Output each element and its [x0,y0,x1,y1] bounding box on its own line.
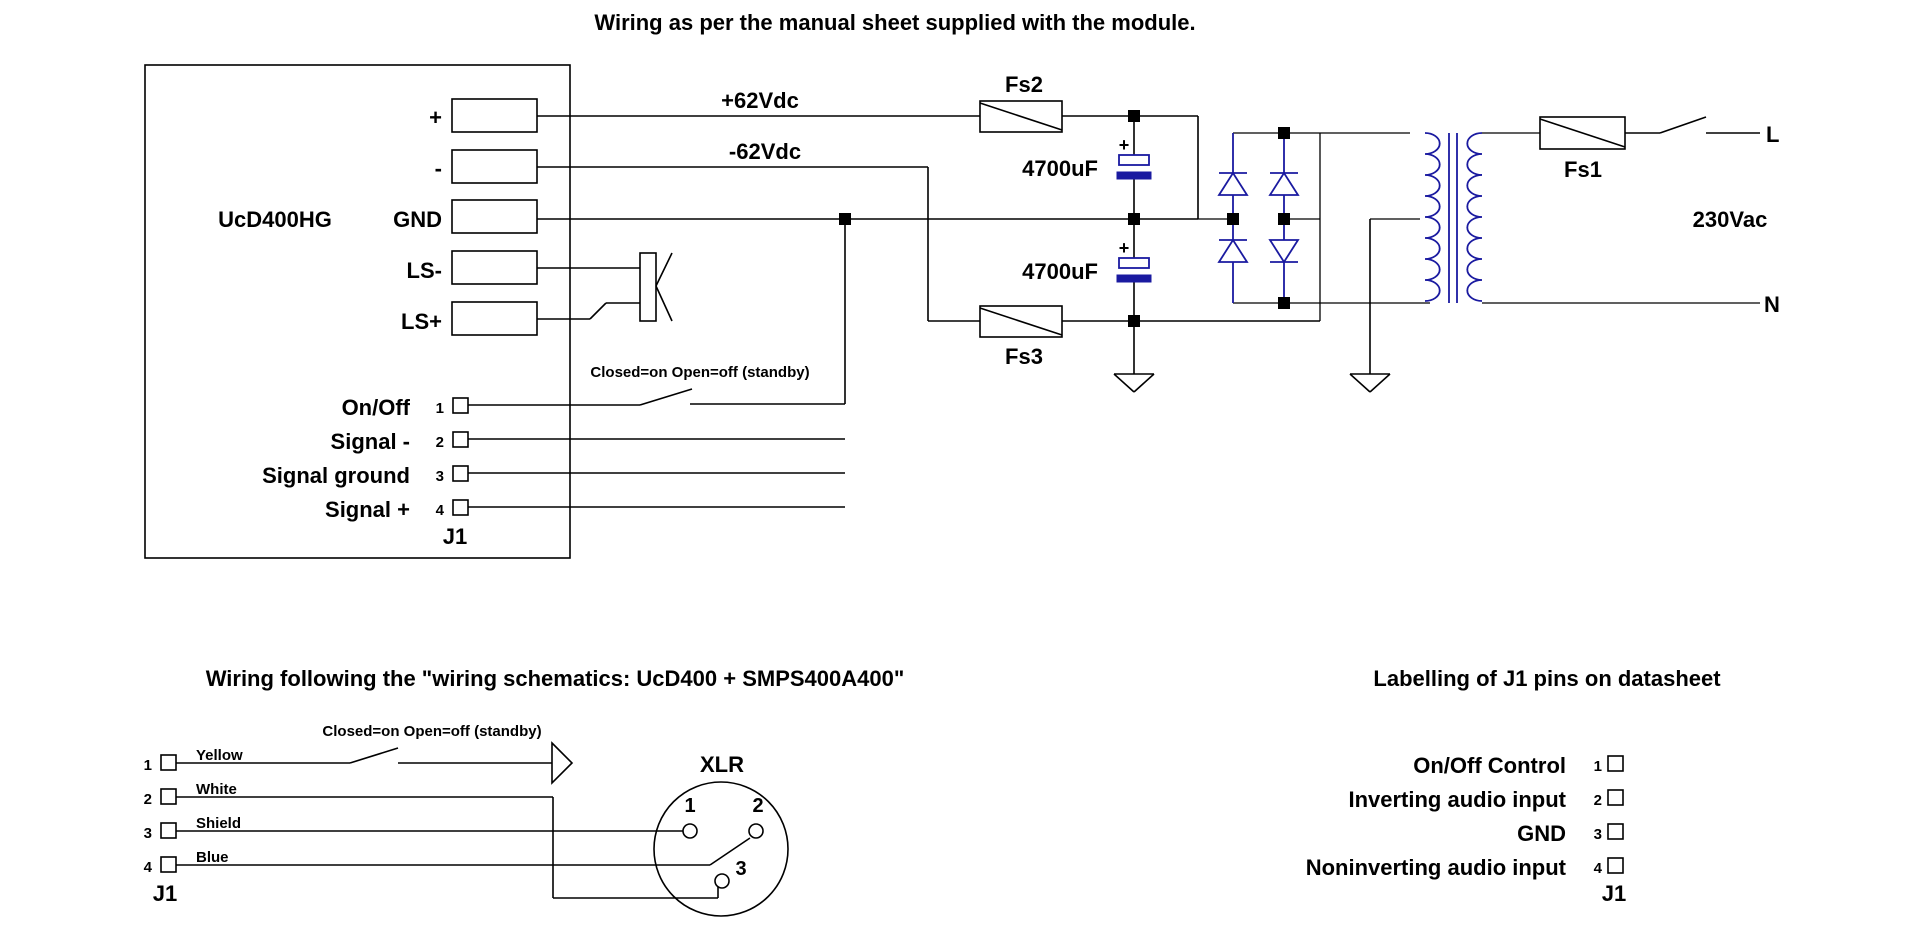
terminal-ls-plus [451,301,538,336]
br-pin-label-2: Inverting audio input [1348,787,1566,812]
capacitor-c1: + 4700uF [1022,135,1152,181]
bl-pin-num-3: 3 [144,825,152,842]
terminal-plus [451,98,538,133]
title-bottom-right: Labelling of J1 pins on datasheet [1373,666,1721,691]
bl-j1-label: J1 [153,881,177,906]
j1-pin-label-1: On/Off [342,395,411,420]
terminal-label-minus: - [435,156,442,181]
module-terminals: + - GND LS- LS+ [393,98,538,336]
j1-pin-num-1: 1 [436,400,444,417]
terminal-minus [451,149,538,184]
fuse-fs1: Fs1 [1539,116,1626,182]
br-pin-num-2: 2 [1594,792,1602,809]
bottom-right-j1: On/Off Control Inverting audio input GND… [1306,753,1627,906]
mains-neutral-label: N [1764,292,1780,317]
bridge-rectifier [1198,127,1321,321]
capacitor-c2-plus: + [1119,238,1130,258]
fuse-fs1-label: Fs1 [1564,157,1602,182]
bl-pin-4 [160,856,177,873]
capacitor-c2-label: 4700uF [1022,259,1098,284]
xlr-pin-1: 1 [684,795,695,817]
junction-gnd [839,213,851,225]
j1-pin-num-4: 4 [436,502,445,519]
fuse-fs3-label: Fs3 [1005,344,1043,369]
bl-switch-label: Closed=on Open=off (standby) [322,723,541,740]
bl-pin-num-2: 2 [144,791,152,808]
xlr-pin-3: 3 [735,858,746,880]
br-pin-num-3: 3 [1594,826,1602,843]
fuse-fs2: Fs2 [979,72,1063,133]
capacitor-c1-label: 4700uF [1022,156,1098,181]
rail-negative-label: -62Vdc [729,139,801,164]
j1-pin-label-3: Signal ground [262,463,410,488]
terminal-label-plus: + [429,105,442,130]
loudspeaker-icon [537,252,673,322]
terminal-label-gnd: GND [393,207,442,232]
module-name: UcD400HG [218,207,332,232]
bottom-left-j1: 1 2 3 4 J1 Yellow White Shield Blue Clos… [144,723,751,906]
terminal-ls-minus [451,250,538,285]
xlr-label: XLR [700,752,744,777]
transformer-icon [1320,132,1760,304]
j1-pin-num-2: 2 [436,434,444,451]
br-pin-3 [1607,823,1624,840]
ground-icon-2 [1349,219,1391,393]
br-pin-2 [1607,789,1624,806]
j1-label: J1 [443,524,467,549]
br-pin-1 [1607,755,1624,772]
br-pin-num-4: 4 [1594,860,1603,877]
j1-pin-num-3: 3 [436,468,444,485]
bl-pin-2 [160,788,177,805]
bl-wire-blue: Blue [196,849,229,866]
br-pin-label-1: On/Off Control [1413,753,1566,778]
br-pin-label-4: Noninverting audio input [1306,855,1567,880]
terminal-gnd [451,199,538,234]
xlr-connector-icon: XLR 1 2 3 [653,752,789,917]
title-top: Wiring as per the manual sheet supplied … [594,10,1195,35]
xlr-pin-2: 2 [752,795,763,817]
mains-input: L N 230Vac [1625,116,1780,317]
j1-pin-2 [452,431,469,448]
junction-cap-bottom [1128,315,1140,327]
bl-output-arrow-icon [551,741,574,785]
module-j1: On/Off Signal - Signal ground Signal + 1… [262,395,469,549]
rail-positive-label: +62Vdc [721,88,799,113]
bl-wire-shield: Shield [196,815,241,832]
junction-cap-mid [1128,213,1140,225]
terminal-label-ls-minus: LS- [407,258,442,283]
dc-wiring: Closed=on Open=off (standby) +62Vdc -62V… [468,88,1320,508]
br-pin-num-1: 1 [1594,758,1602,775]
j1-pin-4 [452,499,469,516]
switch-label-top: Closed=on Open=off (standby) [590,364,809,381]
mains-line-label: L [1766,122,1779,147]
bl-pin-num-4: 4 [144,859,153,876]
bl-wire-yellow: Yellow [196,747,243,764]
br-pin-4 [1607,857,1624,874]
module-outline [144,64,571,559]
terminal-label-ls-plus: LS+ [401,309,442,334]
junction-cap-top [1128,110,1140,122]
br-j1-label: J1 [1602,881,1626,906]
j1-pin-3 [452,465,469,482]
mains-voltage-label: 230Vac [1693,207,1768,232]
bl-wire-white: White [196,781,237,798]
bl-pin-3 [160,822,177,839]
ground-icon-1 [1113,373,1155,393]
fuse-fs3: Fs3 [979,305,1063,369]
capacitor-c1-plus: + [1119,135,1130,155]
title-bottom-left: Wiring following the "wiring schematics:… [206,666,905,691]
bl-pin-1 [160,754,177,771]
j1-pin-1 [452,397,469,414]
br-pin-label-3: GND [1517,821,1566,846]
j1-pin-label-4: Signal + [325,497,410,522]
j1-pin-label-2: Signal - [331,429,410,454]
capacitor-c2: + 4700uF [1022,238,1152,284]
bl-pin-num-1: 1 [144,757,152,774]
fuse-fs2-label: Fs2 [1005,72,1043,97]
